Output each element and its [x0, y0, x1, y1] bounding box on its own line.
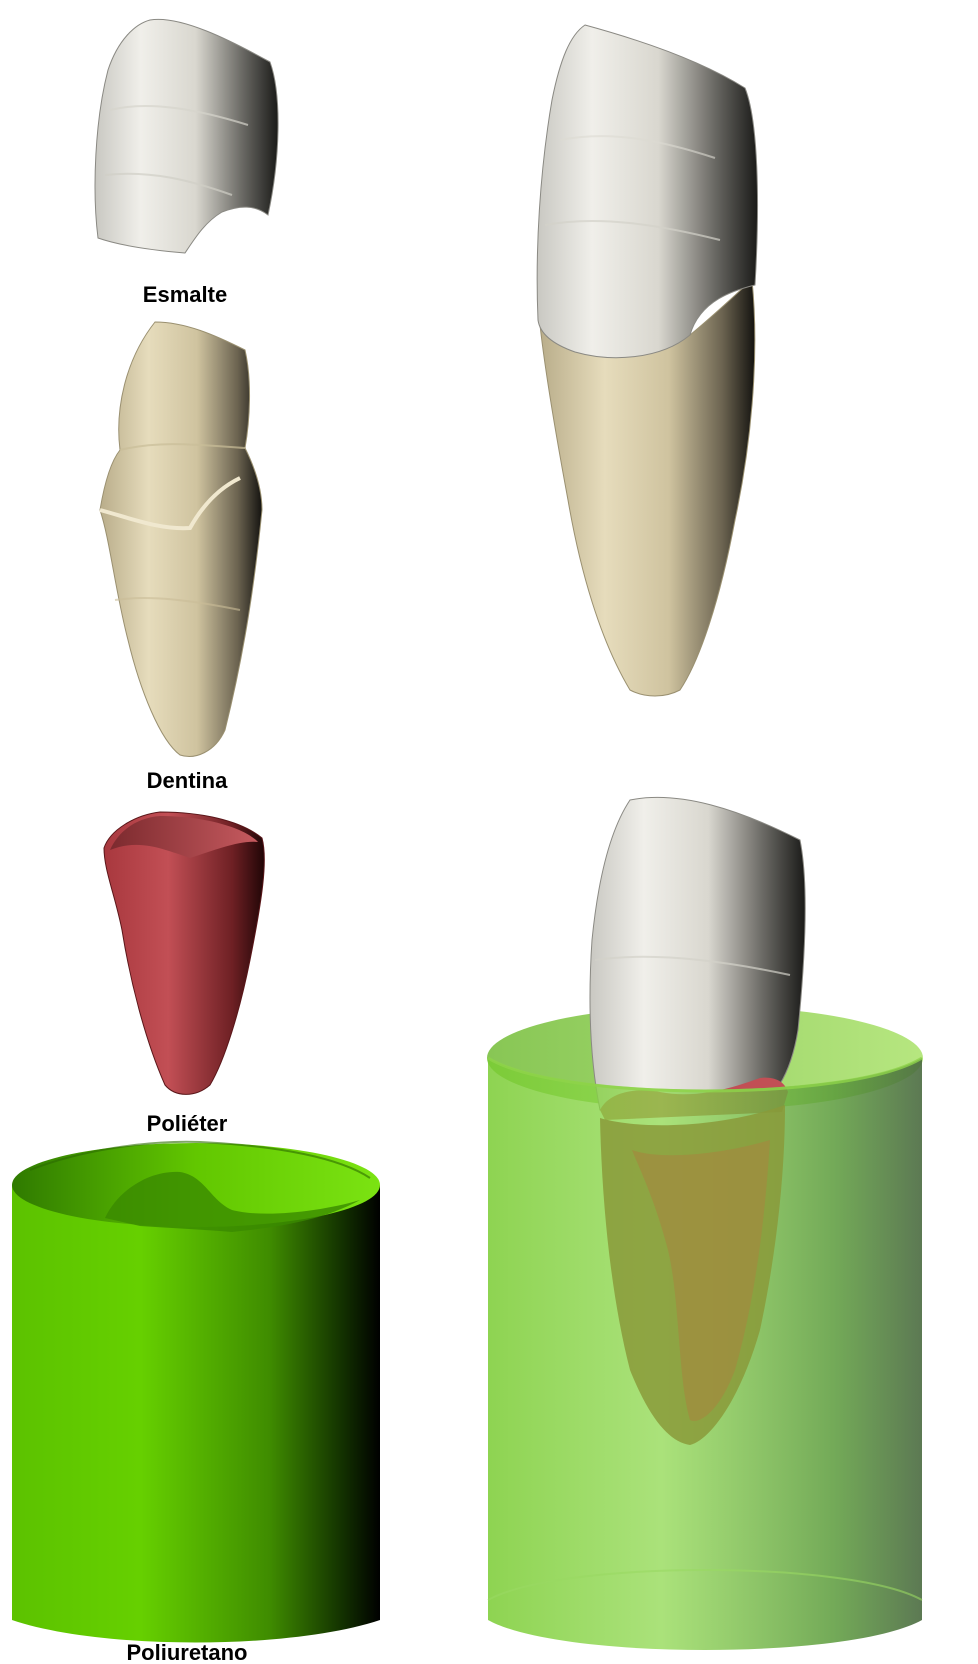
assembled-tooth-model	[537, 25, 757, 696]
polyether-model	[104, 812, 264, 1094]
polyurethane-model	[12, 1142, 380, 1643]
tooth-in-cylinder-model	[487, 797, 923, 1650]
polyether-label: Poliéter	[147, 1111, 228, 1136]
dentin-label: Dentina	[147, 768, 228, 793]
dentin-model	[100, 322, 262, 756]
polyurethane-label: Poliuretano	[126, 1640, 247, 1664]
enamel-label: Esmalte	[143, 282, 227, 307]
enamel-model	[95, 19, 278, 253]
